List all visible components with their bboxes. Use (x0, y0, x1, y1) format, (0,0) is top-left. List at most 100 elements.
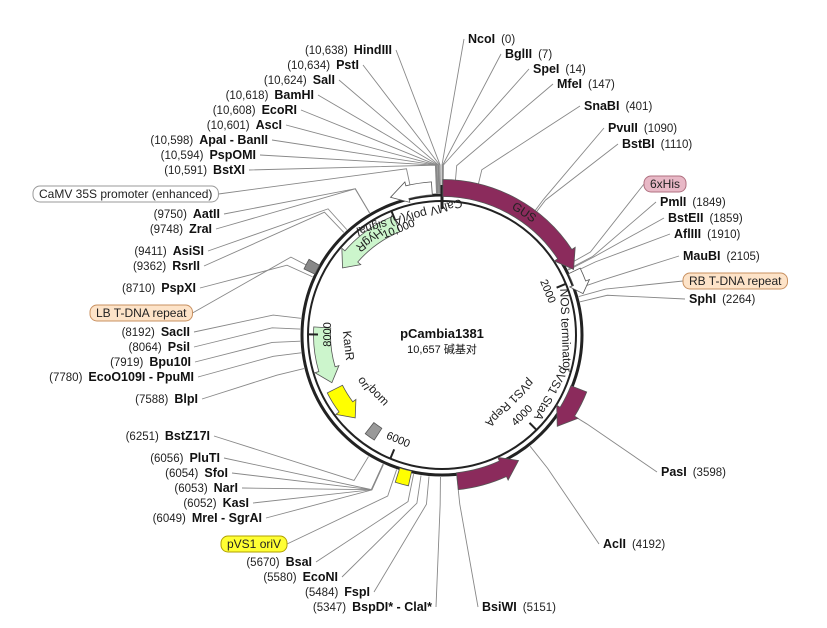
site-leader-line (197, 352, 302, 378)
site-name[interactable]: PluTI (189, 451, 220, 465)
site-position: (9411) (134, 246, 167, 258)
site-position: (8192) (122, 327, 155, 339)
site-name[interactable]: SfoI (204, 466, 228, 480)
site-name[interactable]: BsiWI (482, 600, 517, 614)
site-name[interactable]: PspXI (161, 281, 196, 295)
site-name[interactable]: BspDI* - ClaI* (352, 600, 432, 614)
tick-mark (556, 282, 567, 289)
site-name[interactable]: RsrII (172, 259, 200, 273)
site-name[interactable]: MauBI (683, 249, 721, 263)
feature-tag-camv-35s-promoter-enhanced-[interactable]: CaMV 35S promoter (enhanced) (32, 185, 219, 203)
site-position: (9750) (154, 209, 187, 221)
site-name[interactable]: MfeI (557, 77, 582, 91)
site-position: (7780) (49, 372, 82, 384)
site-leader-line (568, 217, 665, 271)
feature-arrow-gus[interactable] (442, 179, 576, 271)
site-name[interactable]: BstBI (622, 137, 655, 151)
site-leader-line (579, 294, 686, 303)
site-name[interactable]: BglII (505, 47, 532, 61)
feature-arrow-camv-poly-a-signal[interactable] (389, 181, 433, 203)
site-name[interactable]: EcoO109I - PpuMI (88, 370, 194, 384)
site-name[interactable]: Bpu10I (149, 355, 191, 369)
feature-arrow-kanr[interactable] (313, 326, 340, 384)
tick-mark (389, 449, 396, 460)
site-leader-line (207, 208, 348, 252)
site-name[interactable]: NcoI (468, 32, 495, 46)
site-position: (147) (588, 79, 615, 91)
site-name[interactable]: PasI (661, 465, 687, 479)
site-name[interactable]: ZraI (189, 222, 212, 236)
tick-label: 2000 (537, 278, 557, 305)
feature-tag-leader (578, 280, 684, 298)
feature-tag-rb-t-dna-repeat[interactable]: RB T-DNA repeat (682, 272, 788, 290)
site-name[interactable]: AflIII (674, 227, 701, 241)
site-position: (8064) (129, 342, 162, 354)
site-name[interactable]: AatII (193, 207, 220, 221)
tick-label: 8000 (322, 322, 334, 347)
site-name[interactable]: BamHI (274, 88, 314, 102)
feature-tag-pvs1-oriv[interactable]: pVS1 oriV (220, 535, 288, 553)
feature-label-nos-terminator: NOS terminator (557, 288, 574, 372)
site-leader-line (215, 188, 370, 230)
site-name[interactable]: SpeI (533, 62, 559, 76)
site-name[interactable]: ApaI - BanII (199, 133, 268, 147)
site-position: (6053) (174, 483, 207, 495)
site-name[interactable]: SnaBI (584, 99, 619, 113)
feature-tag-6xhis[interactable]: 6xHis (643, 175, 687, 193)
site-name[interactable]: BlpI (174, 392, 198, 406)
site-position: (1910) (707, 229, 740, 241)
feature-tag-text: 6xHis (650, 177, 680, 191)
site-name[interactable]: MreI - SgrAI (192, 511, 262, 525)
site-name[interactable]: HindIII (354, 43, 392, 57)
site-name[interactable]: SphI (689, 292, 716, 306)
site-name[interactable]: EcoRI (262, 103, 297, 117)
site-position: (10,591) (164, 165, 207, 177)
site-position: (7919) (110, 357, 143, 369)
site-name[interactable]: KasI (223, 496, 249, 510)
site-name[interactable]: PsiI (168, 340, 190, 354)
site-name[interactable]: BstZ17I (165, 429, 210, 443)
feature-arrow-nos-terminator[interactable] (567, 267, 591, 295)
feature-box-lb-t-dna-repeat-box[interactable] (303, 258, 320, 275)
site-leader-line (223, 188, 371, 215)
site-name[interactable]: AsiSI (173, 244, 204, 258)
tick-label: 6000 (384, 430, 411, 451)
site-name[interactable]: BstXI (213, 163, 245, 177)
site-leader-line (373, 476, 430, 593)
feature-box-bom[interactable] (364, 422, 383, 441)
site-leader-line (526, 127, 605, 222)
site-position: (7588) (135, 394, 168, 406)
feature-tag-box (89, 304, 193, 322)
site-name[interactable]: BsaI (286, 555, 312, 569)
site-position: (1859) (709, 213, 742, 225)
site-position: (6054) (165, 468, 198, 480)
site-name[interactable]: AclI (603, 537, 626, 551)
feature-box-pvs1-oriv-box[interactable] (394, 467, 413, 487)
site-name[interactable]: NarI (214, 481, 238, 495)
site-name[interactable]: SalI (313, 73, 335, 87)
site-name[interactable]: PstI (336, 58, 359, 72)
feature-arrow-pvs1-repa[interactable] (456, 456, 520, 491)
feature-arrow-pvs1-staa[interactable] (556, 385, 588, 427)
site-name[interactable]: BstEII (668, 211, 703, 225)
site-name[interactable]: PspOMI (209, 148, 256, 162)
site-position: (2105) (727, 251, 760, 263)
feature-tag-box (220, 535, 288, 553)
feature-arrow-ori[interactable] (326, 384, 357, 419)
site-name[interactable]: SacII (161, 325, 190, 339)
site-position: (8710) (122, 283, 155, 295)
site-name[interactable]: PmlI (660, 195, 686, 209)
site-leader-line (193, 314, 302, 333)
feature-tag-lb-t-dna-repeat[interactable]: LB T-DNA repeat (89, 304, 193, 322)
feature-arrow-hygr[interactable] (341, 215, 401, 269)
site-position: (6056) (150, 453, 183, 465)
site-leader-line (193, 327, 301, 348)
site-leader-line (199, 264, 313, 289)
site-name[interactable]: PvuII (608, 121, 638, 135)
site-position: (10,598) (150, 135, 193, 147)
feature-layer (303, 179, 591, 491)
site-name[interactable]: AscI (256, 118, 282, 132)
site-name[interactable]: FspI (344, 585, 370, 599)
site-name[interactable]: EcoNI (303, 570, 338, 584)
